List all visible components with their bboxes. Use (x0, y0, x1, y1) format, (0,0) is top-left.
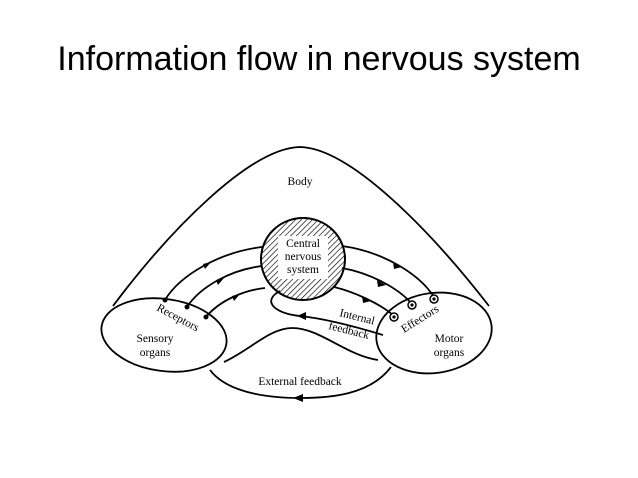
arrowhead (203, 262, 211, 269)
afferent-path-3 (205, 287, 266, 318)
sensory-label-line-2: organs (140, 347, 171, 359)
slide-title: Information flow in nervous system (57, 40, 581, 78)
cns-label-line-3: system (287, 264, 319, 276)
receptor-dot (184, 304, 190, 310)
motor-organs-shape (375, 291, 493, 375)
cns-label-line-2: nervous (285, 251, 322, 263)
cns-label-bg (278, 236, 328, 279)
body-outline (112, 146, 490, 307)
receptor-dot (162, 297, 168, 303)
arrowhead (216, 278, 224, 285)
afferent-path-1 (164, 246, 263, 301)
effector-endings (389, 294, 439, 322)
sensory-organs-shape (100, 297, 228, 373)
internal-feedback-arrow (270, 290, 384, 336)
motor-label-line-1: Motor (435, 333, 464, 345)
external-feedback-label: External feedback (258, 376, 342, 388)
sensory-label-line-1: Sensory (136, 333, 173, 345)
arrowhead (393, 262, 402, 269)
body-label: Body (288, 176, 313, 188)
cns-label-line-1: Central (286, 238, 320, 250)
effectors-label: Effectors (399, 303, 441, 336)
arrowhead (377, 280, 386, 287)
efferent-path-2 (341, 267, 412, 304)
motor-label-line-2: organs (434, 347, 465, 359)
receptor-dot (203, 314, 209, 320)
body-lower-edge (223, 327, 379, 363)
arrowhead (232, 294, 240, 301)
internal-feedback-arrowhead (297, 312, 306, 320)
external-feedback-arrowhead (293, 394, 303, 402)
arrowhead (362, 296, 371, 303)
